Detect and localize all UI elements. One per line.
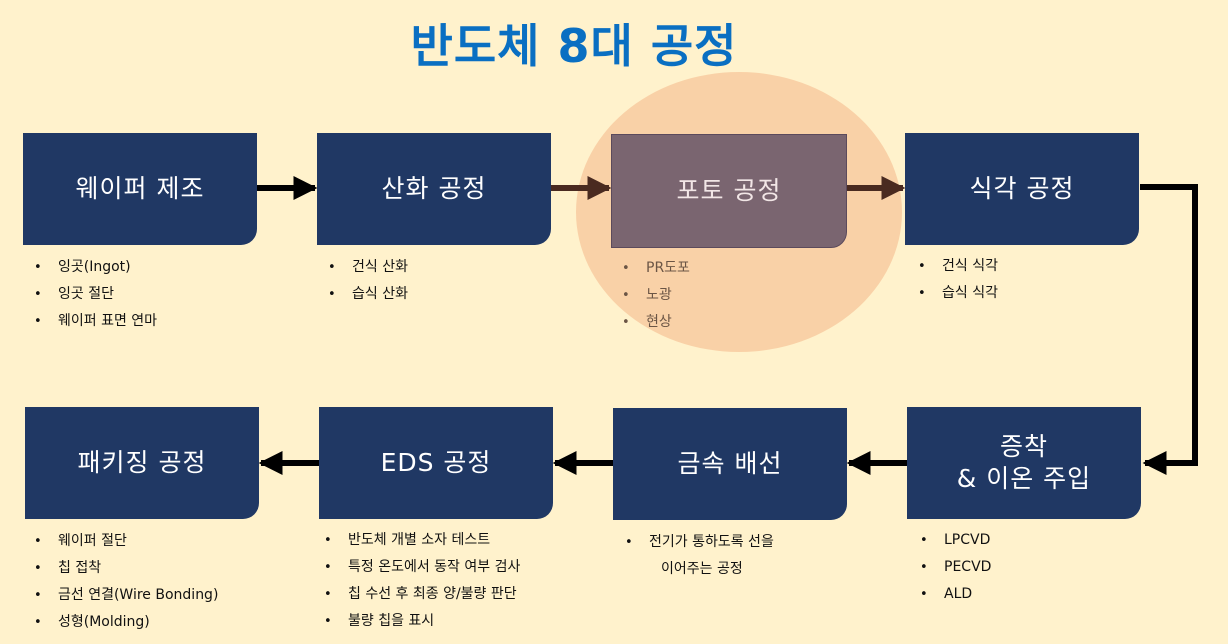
arrow-etch-to-deposition: [1140, 184, 1198, 475]
step-box-oxidation: 산화 공정: [317, 133, 551, 245]
list-item: 노광: [614, 282, 690, 309]
list-metal: 전기가 통하도록 선을 이어주는 공정: [617, 529, 774, 583]
list-oxidation: 건식 산화 습식 산화: [320, 254, 408, 308]
page-title: 반도체 8대 공정: [410, 19, 738, 73]
list-item: 전기가 통하도록 선을: [617, 529, 774, 556]
list-packaging: 웨이퍼 절단 칩 접착 금선 연결(Wire Bonding) 성형(Moldi…: [26, 528, 218, 636]
list-item: 웨이퍼 표면 연마: [26, 308, 157, 335]
list-item: 반도체 개별 소자 테스트: [316, 527, 520, 554]
list-item: 금선 연결(Wire Bonding): [26, 582, 218, 609]
list-etch: 건식 식각 습식 식각: [910, 253, 998, 307]
step-box-wafer: 웨이퍼 제조: [23, 133, 257, 245]
list-item: 건식 산화: [320, 254, 408, 281]
list-photo: PR도포 노광 현상: [614, 255, 690, 336]
list-item: 습식 식각: [910, 280, 998, 307]
list-item: 습식 산화: [320, 281, 408, 308]
list-item: PR도포: [614, 255, 690, 282]
step-box-eds: EDS 공정: [319, 407, 553, 519]
step-box-metal: 금속 배선: [613, 408, 847, 520]
step-box-packaging: 패키징 공정: [25, 407, 259, 519]
list-item: LPCVD: [912, 527, 991, 554]
list-item: 불량 칩을 표시: [316, 608, 520, 635]
list-item: 이어주는 공정: [661, 561, 743, 577]
list-item: 웨이퍼 절단: [26, 528, 218, 555]
list-item: 특정 온도에서 동작 여부 검사: [316, 554, 520, 581]
list-item: PECVD: [912, 554, 991, 581]
step-box-etch: 식각 공정: [905, 133, 1139, 245]
list-item: 칩 수선 후 최종 양/불량 판단: [316, 581, 520, 608]
list-item: 잉곳 절단: [26, 281, 157, 308]
list-deposition: LPCVD PECVD ALD: [912, 527, 991, 608]
step-box-deposition: 증착 & 이온 주입: [907, 407, 1141, 519]
list-wafer: 잉곳(Ingot) 잉곳 절단 웨이퍼 표면 연마: [26, 254, 157, 335]
list-item: ALD: [912, 581, 991, 608]
list-item: 현상: [614, 309, 690, 336]
step-box-photo: 포토 공정: [611, 134, 847, 248]
list-eds: 반도체 개별 소자 테스트 특정 온도에서 동작 여부 검사 칩 수선 후 최종…: [316, 527, 520, 635]
list-item: 성형(Molding): [26, 609, 218, 636]
list-item: 건식 식각: [910, 253, 998, 280]
list-item: 잉곳(Ingot): [26, 254, 157, 281]
list-item: 칩 접착: [26, 555, 218, 582]
